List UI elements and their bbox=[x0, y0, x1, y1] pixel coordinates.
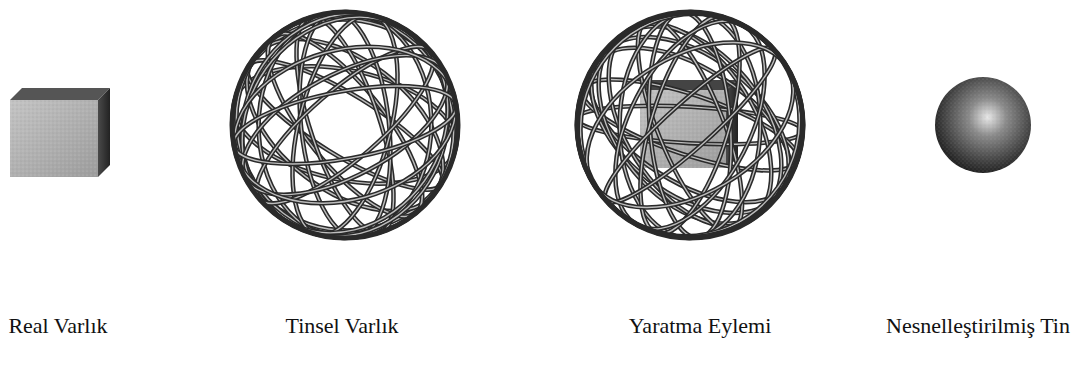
wire-strut bbox=[200, 0, 489, 273]
wire-strut bbox=[289, 8, 401, 242]
figure-caption: Tinsel Varlık bbox=[286, 313, 399, 339]
wire-strut bbox=[221, 27, 468, 223]
wire-strut bbox=[575, 0, 805, 255]
wire-strut bbox=[194, 0, 496, 278]
wire-strut bbox=[549, 0, 831, 265]
cube bbox=[10, 88, 110, 177]
wire-strut bbox=[221, 27, 468, 223]
wire-outline bbox=[577, 12, 803, 238]
wire-strut bbox=[289, 8, 401, 242]
figure-caption: Nesnelleştirilmiş Tin bbox=[886, 313, 1070, 339]
wire-strut bbox=[537, 0, 843, 279]
wire-strut bbox=[194, 0, 496, 278]
figure-caption: Real Varlık bbox=[8, 313, 107, 339]
wire-strut bbox=[591, 33, 789, 218]
wire-strut bbox=[257, 11, 434, 240]
wire-strut bbox=[558, 8, 822, 241]
wireframe-sphere bbox=[537, 0, 843, 279]
shaded-sphere bbox=[935, 77, 1031, 173]
wire-strut bbox=[559, 1, 822, 248]
wire-strut bbox=[208, 0, 482, 268]
wire-strut bbox=[575, 0, 805, 255]
wire-outline bbox=[232, 12, 458, 238]
wire-strut bbox=[200, 0, 489, 273]
shaded-sphere-texture bbox=[935, 77, 1031, 173]
wire-strut bbox=[228, 71, 462, 178]
wire-strut bbox=[537, 0, 843, 279]
wire-strut bbox=[558, 8, 822, 241]
figure-caption: Yaratma Eylemi bbox=[629, 313, 772, 339]
wire-strut bbox=[216, 5, 474, 246]
wire-strut bbox=[549, 0, 831, 265]
wire-strut bbox=[257, 11, 434, 240]
wire-strut bbox=[567, 3, 813, 247]
wire-strut bbox=[591, 33, 789, 218]
wireframe-sphere bbox=[194, 0, 496, 278]
wire-strut bbox=[559, 1, 822, 248]
wire-strut bbox=[217, 3, 473, 246]
wire-strut bbox=[217, 3, 473, 246]
wire-strut bbox=[208, 0, 482, 268]
wire-strut bbox=[567, 3, 813, 247]
wire-strut bbox=[228, 71, 462, 178]
wire-strut bbox=[216, 5, 474, 246]
